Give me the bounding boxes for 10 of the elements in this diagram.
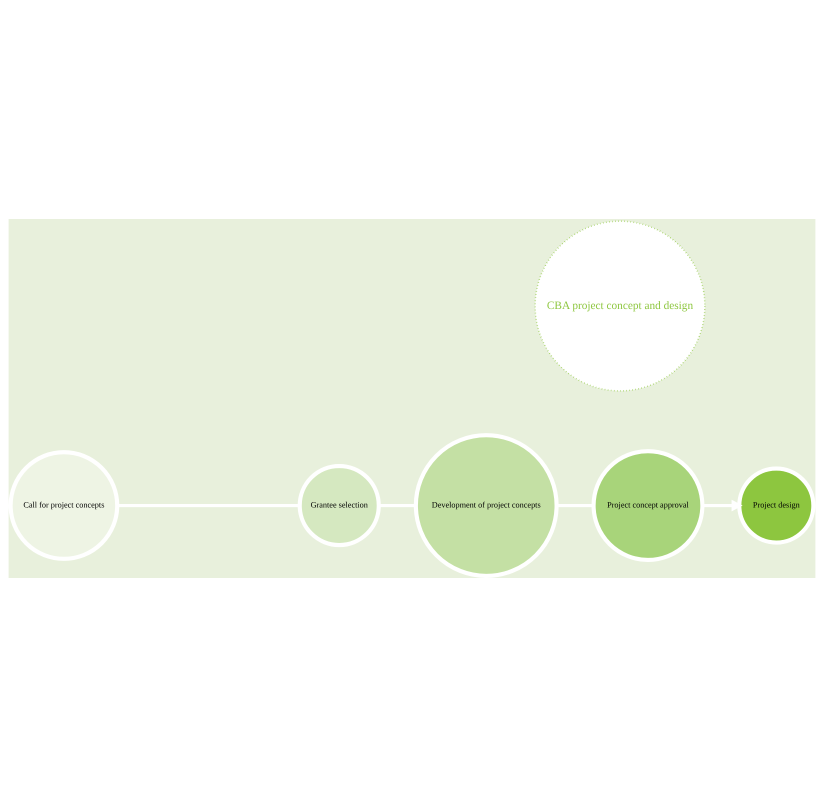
node-circle: CBA project concept and design	[534, 220, 706, 392]
node-circle: Project concept approval	[592, 449, 704, 562]
connector	[556, 504, 594, 508]
connector	[378, 504, 416, 508]
node-circle: Call for project concepts	[8, 450, 120, 561]
node-circle: Grantee selection	[298, 464, 381, 548]
arrow	[702, 500, 743, 512]
connector	[117, 504, 300, 508]
node-circle: Development of project concepts	[414, 433, 559, 578]
node-circle: Project design	[737, 466, 816, 545]
